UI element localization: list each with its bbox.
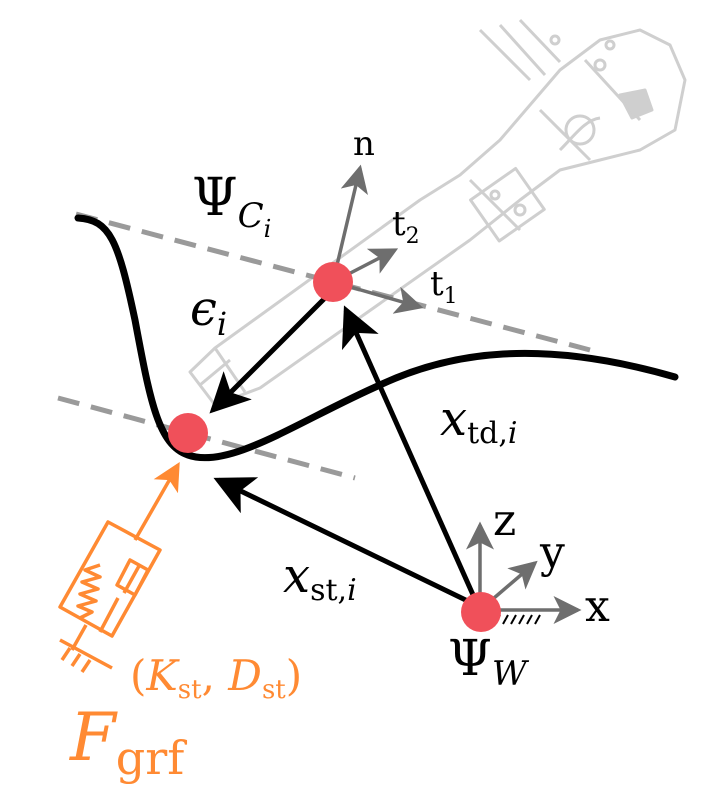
stiffness-damping-label: (Kst, Dst)	[130, 651, 302, 705]
tangent-line-upper	[75, 211, 591, 353]
normal-label: n	[353, 124, 375, 164]
tangent1-label: t1	[430, 264, 458, 309]
world-x-label: x	[585, 581, 610, 632]
spring-coil	[76, 563, 102, 620]
world-frame-origin-node	[461, 592, 501, 632]
x-st-vector	[213, 477, 480, 609]
epsilon-label: ϵi	[190, 281, 227, 343]
tangent2-label: t2	[392, 204, 420, 249]
x-td-label: xtd,i	[440, 391, 517, 451]
contact-frame-origin-node	[313, 262, 353, 302]
grf-label: Fgrf	[69, 699, 187, 785]
epsilon-vector	[209, 291, 332, 414]
position-vectors	[209, 291, 481, 609]
spring-damper	[58, 461, 180, 673]
foot-contact-node	[168, 413, 208, 453]
ground-hatch	[494, 614, 541, 625]
world-y-label: y	[539, 527, 565, 578]
grf-arrow	[133, 461, 180, 541]
spring-damper-frame	[58, 520, 162, 638]
world-z-label: z	[493, 495, 516, 546]
terrain-curve	[74, 214, 679, 462]
psi-w-label: ΨW	[448, 629, 530, 694]
x-st-label: xst,i	[283, 548, 357, 608]
damper-piston	[115, 558, 150, 597]
x-td-vector	[341, 305, 481, 608]
robot-leg-illustration	[188, 18, 687, 407]
psi-c-label: ΨCi	[192, 168, 271, 243]
